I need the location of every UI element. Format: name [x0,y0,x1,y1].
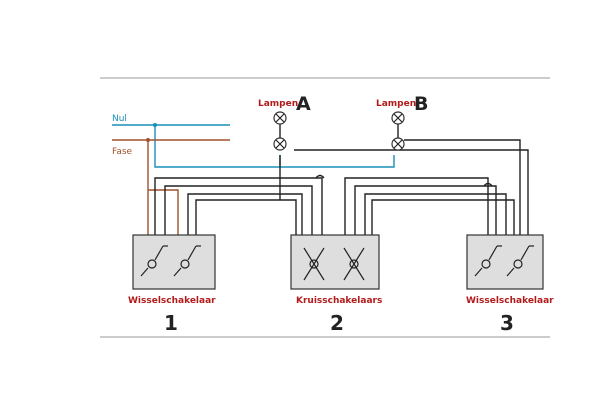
fase-label: Fase [112,147,133,157]
lamp-a-letter: A [296,93,311,115]
switch-2-number: 2 [330,311,344,335]
switch-2-box [290,234,380,290]
switch-1-label: Wisselschakelaar [128,296,216,306]
fase-wire [112,138,230,240]
nul-label: Nul [112,114,127,124]
lamp-b-label: Lampen [376,99,416,109]
switch-3-box [466,234,544,290]
switch-3-label: Wisselschakelaar [466,296,554,306]
lamp-a-label: Lampen [258,99,298,109]
lamp-a-group [273,111,287,151]
switch-2-label: Kruisschakelaars [296,296,382,306]
switch-1-number: 1 [164,311,178,335]
nul-wire [112,123,395,168]
lamp-b-group [391,111,405,151]
switch-1-box [132,234,216,290]
traveller-wires [154,139,529,240]
switch-3-number: 3 [500,311,514,335]
lamp-b-letter: B [414,93,428,115]
